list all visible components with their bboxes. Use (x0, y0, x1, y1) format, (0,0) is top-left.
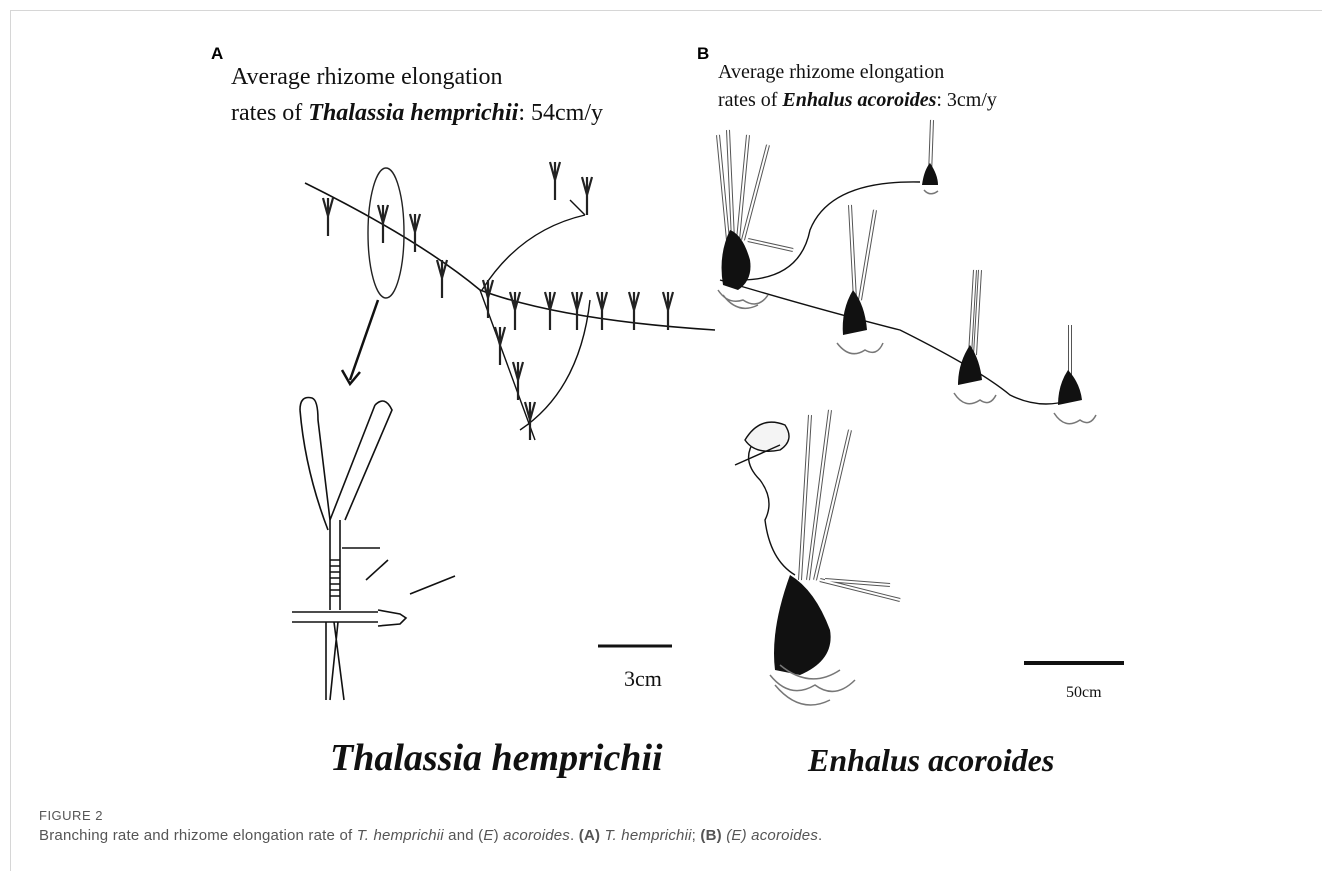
panel-a-species-label: Thalassia hemprichii (330, 737, 663, 779)
figure-caption: Branching rate and rhizome elongation ra… (39, 827, 1299, 844)
panel-b-header-line2: rates of Enhalus acoroides: 3cm/y (718, 89, 997, 111)
panel-a-header-line2: rates of Thalassia hemprichii: 54cm/y (231, 100, 603, 126)
panel-a-header-line1: Average rhizome elongation (231, 64, 502, 90)
figure-label: FIGURE 2 (39, 808, 103, 823)
panel-b-letter: B (697, 44, 709, 63)
panel-b-header-line1: Average rhizome elongation (718, 61, 944, 83)
panel-b-species-label: Enhalus acoroides (807, 742, 1054, 778)
panel-b-scale-label: 50cm (1066, 684, 1102, 701)
figure-illustration: A Average rhizome elongation rates of Th… (0, 0, 1322, 800)
panel-a-scale-label: 3cm (624, 666, 662, 691)
thalassia-rhizome-drawing (305, 162, 715, 440)
thalassia-shoot-detail (292, 398, 455, 701)
panel-a-letter: A (211, 44, 223, 63)
enhalus-rhizome-drawing (718, 120, 1096, 705)
